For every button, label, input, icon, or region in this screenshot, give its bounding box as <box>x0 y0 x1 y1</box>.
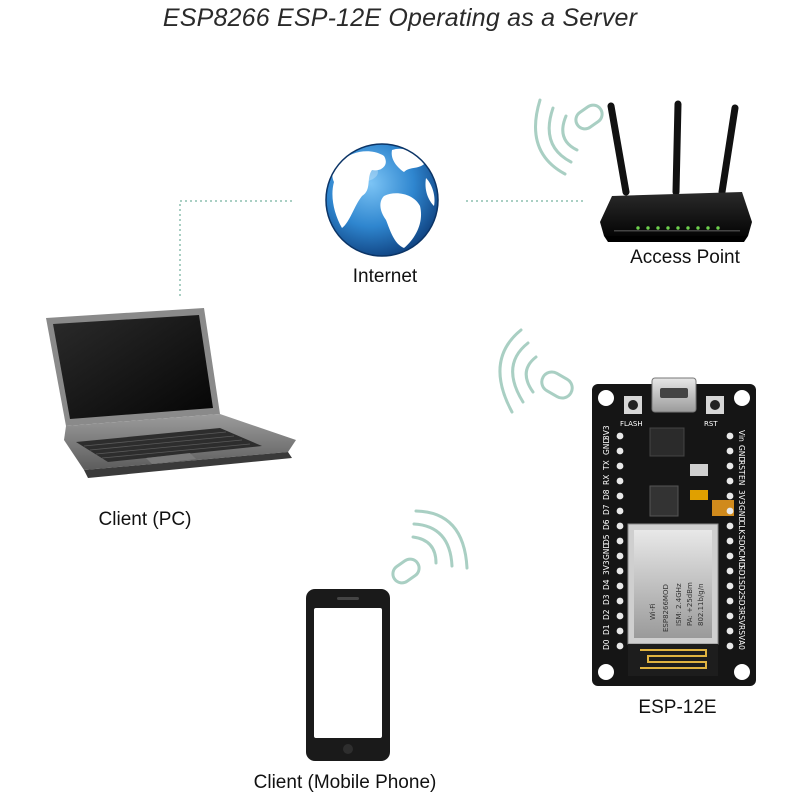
phone-icon <box>306 589 390 761</box>
label-access-point: Access Point <box>630 247 740 268</box>
pin-right <box>726 492 734 500</box>
label-client-phone: Client (Mobile Phone) <box>253 772 437 793</box>
module-text-pa: PA: +25dBm <box>686 582 694 626</box>
label-esp: ESP-12E <box>638 697 717 718</box>
wifi-wave-icon <box>498 328 574 414</box>
pin-right <box>726 567 734 575</box>
globe-icon <box>325 143 439 257</box>
pin-label-left: D4 <box>602 579 611 590</box>
pin-label-right: SD1 <box>737 565 746 581</box>
pin-left <box>616 552 624 560</box>
pin-label-left: D1 <box>602 624 611 635</box>
pin-right <box>726 582 734 590</box>
module-text-model: ESP8266MOD <box>662 584 670 632</box>
pin-label-right: SD0 <box>737 535 746 551</box>
pin-label-right: CLK <box>737 520 746 535</box>
pin-right <box>726 627 734 635</box>
diagram-title: ESP8266 ESP-12E Operating as a Server <box>162 4 638 32</box>
wifi-wave-icon <box>534 98 604 176</box>
pin-right <box>726 507 734 515</box>
pin-label-left: GND <box>602 543 611 560</box>
pin-label-left: RX <box>602 475 611 485</box>
pin-right <box>726 447 734 455</box>
pin-right <box>726 537 734 545</box>
pin-left <box>616 432 624 440</box>
pin-label-right: RST <box>737 460 746 475</box>
pin-label-left: D5 <box>602 534 611 545</box>
pin-label-right: RSV <box>737 610 746 626</box>
module-text-wifi: Wi-Fi <box>649 603 657 620</box>
pin-left <box>616 522 624 530</box>
pin-label-right: RSV <box>737 625 746 641</box>
pin-label-right: EN <box>737 475 746 485</box>
laptop-icon <box>46 308 296 478</box>
pin-label-right: Vin <box>737 430 746 442</box>
pin-label-left: GND <box>602 438 611 455</box>
pin-right <box>726 552 734 560</box>
router-icon <box>600 100 752 242</box>
pin-label-left: D2 <box>602 609 611 620</box>
pin-left <box>616 447 624 455</box>
pin-left <box>616 627 624 635</box>
label-client-pc: Client (PC) <box>98 509 192 530</box>
pin-left <box>616 462 624 470</box>
pin-right <box>726 477 734 485</box>
pin-left <box>616 642 624 650</box>
pin-left <box>616 612 624 620</box>
pin-label-right: GND <box>737 505 746 522</box>
board-pins <box>616 432 734 650</box>
pin-label-right: GND <box>737 445 746 462</box>
connector-internet-pc <box>179 200 294 296</box>
flash-label: FLASH <box>620 420 643 428</box>
module-text-standard: 802.11b/g/n <box>697 583 705 626</box>
pin-label-left: D7 <box>602 504 611 515</box>
pin-left <box>616 492 624 500</box>
pin-label-left: D6 <box>602 519 611 530</box>
pin-label-left: 3V3 <box>602 425 611 440</box>
pin-left <box>616 597 624 605</box>
pin-label-right: A0 <box>737 640 746 650</box>
pin-label-left: D3 <box>602 594 611 605</box>
pin-right <box>726 462 734 470</box>
pin-label-right: 3V3 <box>737 490 746 505</box>
esp-board-icon: Wi-Fi ESP8266MOD ISM: 2.4GHz PA: +25dBm … <box>592 377 756 686</box>
pin-right <box>726 432 734 440</box>
pin-right <box>726 612 734 620</box>
pin-left <box>616 507 624 515</box>
pin-label-right: SD3 <box>737 595 746 611</box>
pin-right <box>726 522 734 530</box>
wifi-wave-icon <box>391 509 469 585</box>
rst-label: RST <box>704 420 718 428</box>
pin-left <box>616 582 624 590</box>
pin-right <box>726 642 734 650</box>
label-internet: Internet <box>352 266 418 287</box>
pin-left <box>616 537 624 545</box>
pin-left <box>616 567 624 575</box>
pin-left <box>616 477 624 485</box>
pin-label-right: CMD <box>737 550 746 568</box>
pin-label-left: D0 <box>602 639 611 650</box>
pin-label-left: 3V3 <box>602 560 611 575</box>
pin-label-right: SD2 <box>737 580 746 596</box>
pin-label-left: TX <box>602 460 611 471</box>
module-text-ism: ISM: 2.4GHz <box>675 583 683 626</box>
router-leds <box>636 226 720 230</box>
pin-label-left: D8 <box>602 489 611 500</box>
pin-right <box>726 597 734 605</box>
